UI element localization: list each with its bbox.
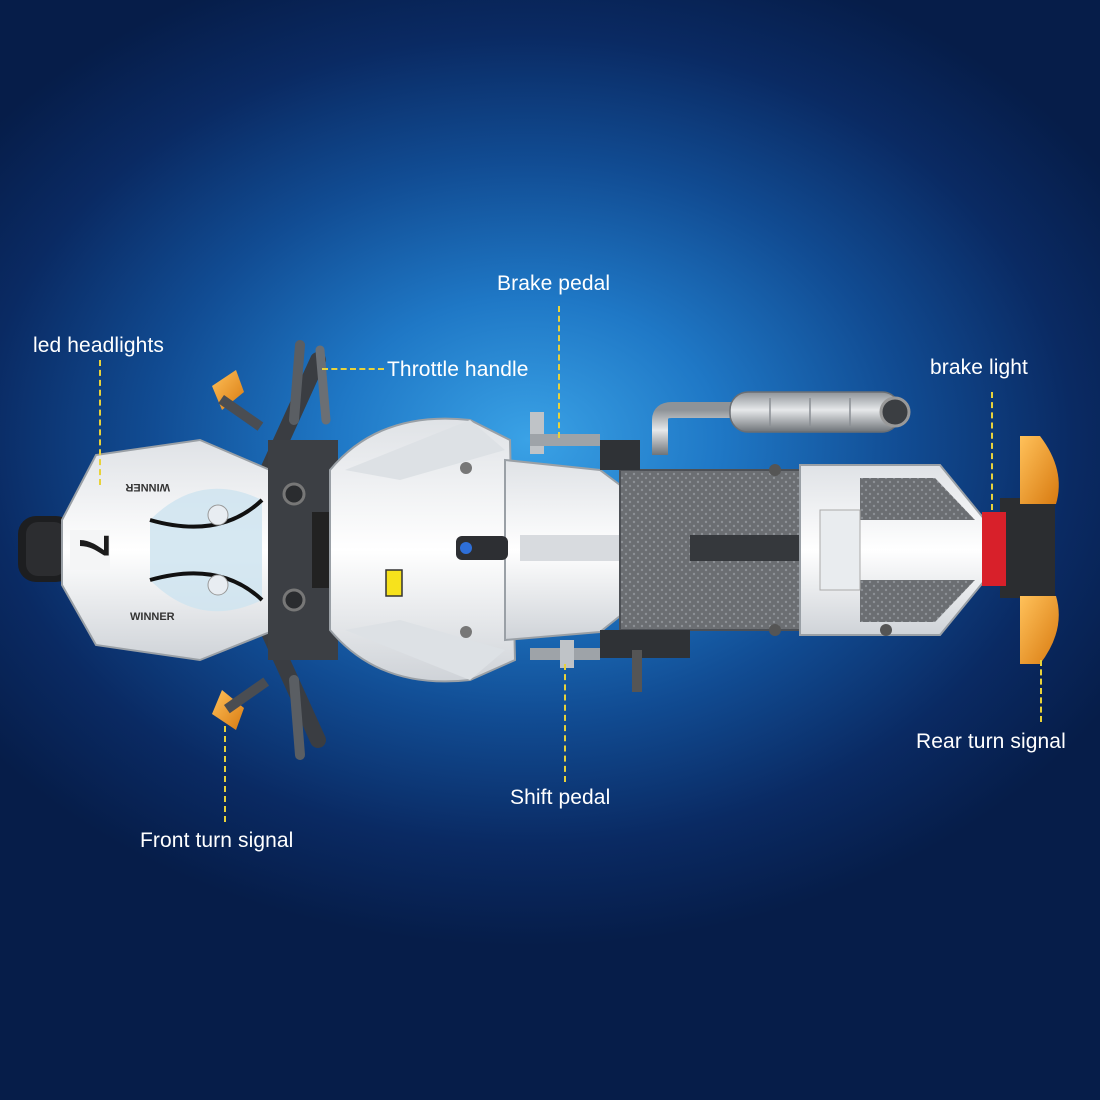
fuel-tank — [329, 417, 517, 683]
leader-throttle-handle — [322, 368, 384, 370]
front-fairing: 7 WINNER WINNER — [61, 438, 277, 662]
leader-led-headlights — [99, 360, 101, 485]
brake-pedal-part — [530, 412, 640, 470]
brand-mark-bottom: WINNER — [130, 611, 175, 623]
exhaust-pipe — [652, 391, 911, 455]
leader-rear-turn-signal — [1040, 660, 1042, 722]
fork-frame — [268, 440, 340, 660]
label-throttle-handle: Throttle handle — [387, 358, 529, 381]
rear-tail-section — [619, 464, 986, 636]
front-tire — [18, 516, 74, 582]
brand-mark-top: WINNER — [125, 481, 170, 493]
leader-brake-light — [991, 392, 993, 510]
label-led-headlights: led headlights — [33, 334, 164, 357]
label-front-turn-signal: Front turn signal — [140, 829, 294, 852]
label-shift-pedal: Shift pedal — [510, 786, 611, 809]
rear-light-assembly — [982, 436, 1059, 664]
shift-pedal-part — [530, 630, 690, 692]
front-turn-signal — [212, 370, 270, 730]
leader-shift-pedal — [564, 664, 566, 782]
label-brake-pedal: Brake pedal — [497, 272, 611, 295]
label-rear-turn-signal: Rear turn signal — [916, 730, 1066, 753]
front-number-mark: 7 — [71, 534, 118, 557]
leader-brake-pedal — [558, 306, 560, 438]
label-brake-light: brake light — [930, 356, 1028, 379]
leader-front-turn-signal — [224, 726, 226, 822]
